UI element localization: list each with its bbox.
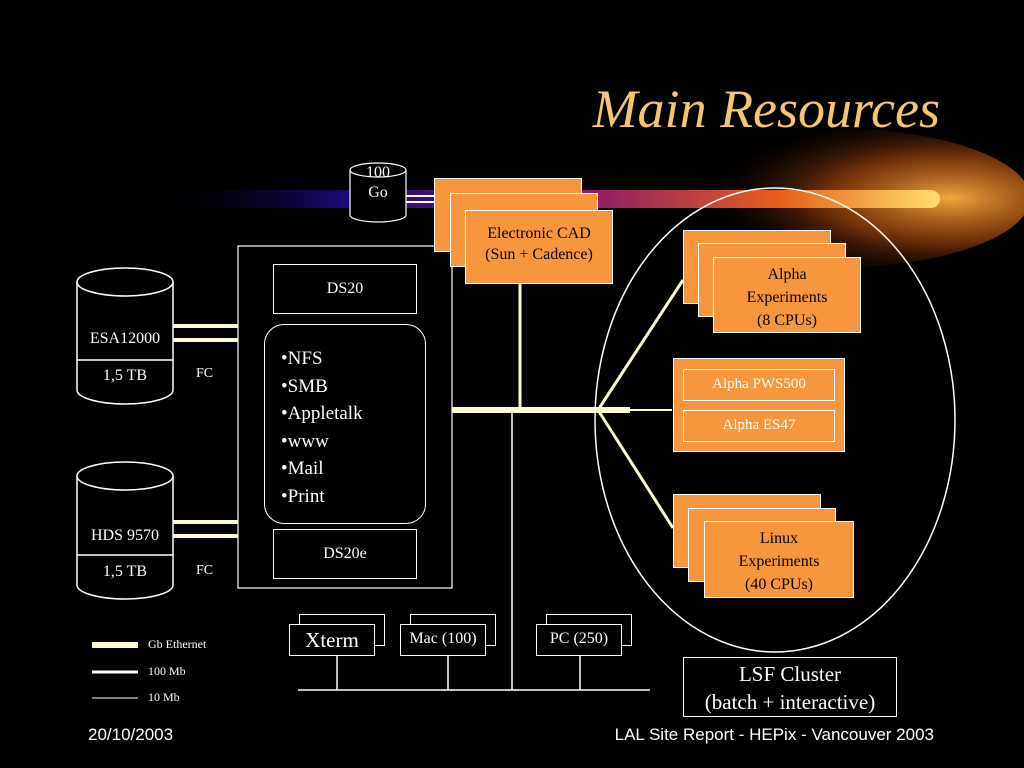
esa-name: ESA12000: [89, 330, 161, 347]
alpha-pws500-box: Alpha PWS500: [683, 369, 835, 401]
lsf-cluster-box: LSF Cluster (batch + interactive): [683, 657, 897, 717]
mac-box: Mac (100): [400, 624, 486, 656]
cad-title: Electronic CAD: [487, 225, 591, 242]
service-print: •Print: [281, 485, 325, 507]
pc-box: PC (250): [536, 624, 622, 656]
lsf-cluster-title: LSF Cluster: [738, 662, 842, 686]
ds20-label: DS20: [326, 280, 364, 297]
alpha-servers-box: Alpha PWS500 Alpha ES47: [673, 358, 845, 452]
small-disk-cylinder: [349, 162, 407, 223]
service-smb: •SMB: [281, 375, 328, 397]
cad-subtitle: (Sun + Cadence): [485, 246, 593, 263]
xterm-label: Xterm: [305, 628, 359, 652]
alpha-exp-box: Alpha Experiments (8 CPUs): [713, 257, 861, 333]
hds-capacity: 1,5 TB: [102, 563, 148, 580]
cluster-fanout: [596, 279, 685, 529]
xterm-box: Xterm: [289, 624, 375, 656]
linux-exp-line2: Experiments: [738, 553, 820, 570]
fc-links: [173, 324, 238, 538]
linux-exp-line3: (40 CPUs): [744, 576, 813, 593]
alpha-pws500-label: Alpha PWS500: [712, 376, 806, 392]
slide-title: Main Resources: [592, 79, 940, 139]
legend-gb-label: Gb Ethernet: [148, 637, 207, 651]
small-disk-label: 100 Go: [366, 164, 390, 201]
lsf-cluster-subtitle: (batch + interactive): [704, 690, 876, 714]
hds-fc-label: FC: [196, 563, 214, 578]
legend-100mb-label: 100 Mb: [148, 664, 186, 678]
hds-name: HDS 9570: [90, 527, 159, 544]
hds-cylinder: [76, 461, 174, 600]
footer-report: LAL Site Report - HEPix - Vancouver 2003: [614, 725, 934, 744]
service-mail: •Mail: [281, 458, 324, 479]
mac-label: Mac (100): [409, 630, 477, 647]
ds20-box: DS20: [273, 264, 417, 314]
service-nfs: •NFS: [281, 348, 323, 369]
services-box: •NFS •SMB •Appletalk •www •Mail •Print: [264, 324, 426, 524]
alpha-es47-box: Alpha ES47: [683, 410, 835, 442]
lsf-cluster-ellipse: [594, 187, 956, 653]
esa-capacity: 1,5 TB: [102, 367, 148, 384]
legend-10mb-label: 10 Mb: [148, 690, 180, 704]
linux-exp-box: Linux Experiments (40 CPUs): [704, 521, 854, 598]
ds20e-label: DS20e: [323, 545, 367, 562]
alpha-exp-line2: Experiments: [746, 289, 828, 306]
service-appletalk: •Appletalk: [281, 403, 363, 424]
esa-cylinder: [76, 267, 174, 405]
alpha-exp-line1: Alpha: [767, 266, 807, 283]
pc-label: PC (250): [549, 630, 609, 647]
alpha-exp-line3: (8 CPUs): [756, 312, 817, 329]
cad-box: Electronic CAD (Sun + Cadence): [465, 210, 613, 284]
linux-exp-line1: Linux: [759, 530, 799, 547]
esa-fc-label: FC: [196, 366, 214, 381]
ds20e-box: DS20e: [273, 529, 417, 579]
services-list: •NFS •SMB •Appletalk •www •Mail •Print: [281, 345, 363, 510]
server-enclosure: [237, 245, 453, 589]
service-www: •www: [281, 430, 329, 452]
alpha-es47-label: Alpha ES47: [722, 417, 796, 433]
footer-date: 20/10/2003: [88, 725, 174, 744]
